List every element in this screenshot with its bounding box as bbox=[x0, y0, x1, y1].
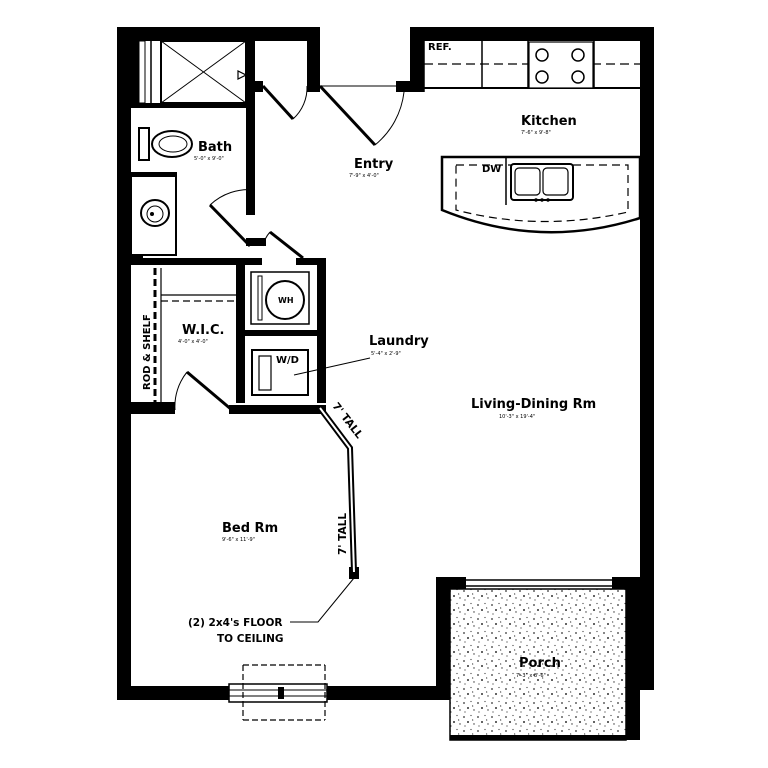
entry-dims: 7'-9" x 4'-0" bbox=[349, 173, 379, 179]
porch-sliding-door bbox=[466, 579, 612, 587]
water-heater bbox=[245, 265, 317, 330]
dw-label: DW bbox=[482, 164, 501, 175]
bedroom-window bbox=[228, 664, 328, 721]
kitchen-name: Kitchen bbox=[521, 114, 577, 129]
vanity-sink-icon bbox=[130, 175, 177, 256]
laundry-dims: 5'-4" x 2'-9" bbox=[371, 351, 401, 357]
tall-note-upper: 7' TALL bbox=[330, 400, 366, 441]
rod-shelf-label: ROD & SHELF bbox=[142, 314, 153, 390]
post-note-line1: (2) 2x4's FLOOR bbox=[188, 617, 283, 629]
bed-dims: 9'-6" x 11'-9" bbox=[222, 537, 255, 543]
closet-door bbox=[261, 84, 308, 121]
toilet-icon bbox=[138, 127, 193, 161]
wd-label: W/D bbox=[276, 355, 299, 366]
bath-door bbox=[208, 189, 256, 248]
bed-name: Bed Rm bbox=[222, 521, 278, 536]
wic-name: W.I.C. bbox=[182, 323, 224, 338]
kitchen-counter bbox=[423, 41, 640, 92]
exterior-walls bbox=[117, 27, 654, 740]
ref-label: REF. bbox=[428, 42, 452, 53]
washer-dryer bbox=[251, 349, 309, 396]
rod-shelf bbox=[153, 268, 236, 402]
porch-dims: 7'-3" x 8'-6" bbox=[516, 673, 546, 679]
living-name: Living-Dining Rm bbox=[471, 397, 596, 412]
range-icon bbox=[528, 41, 594, 89]
wh-label: WH bbox=[278, 296, 294, 305]
tall-note-lower: 7' TALL bbox=[337, 513, 349, 555]
bath-dims: 5'-0" x 9'-0" bbox=[194, 156, 224, 162]
kitchen-island bbox=[440, 155, 642, 234]
wic-door bbox=[174, 370, 233, 412]
living-dims: 10'-3" x 19'-4" bbox=[499, 414, 535, 420]
bath-door-2 bbox=[262, 230, 304, 260]
entry-door bbox=[318, 84, 405, 147]
wic-dims: 4'-0" x 4'-0" bbox=[178, 339, 208, 345]
porch-floor bbox=[449, 588, 627, 741]
laundry-name: Laundry bbox=[369, 334, 429, 349]
interior-walls bbox=[131, 27, 359, 579]
bath-name: Bath bbox=[198, 140, 232, 155]
entry-name: Entry bbox=[354, 157, 394, 172]
porch-name: Porch bbox=[519, 656, 561, 671]
shower bbox=[138, 40, 248, 104]
kitchen-dims: 7'-6" x 9'-8" bbox=[521, 130, 551, 136]
post-note-line2: TO CEILING bbox=[217, 633, 284, 645]
